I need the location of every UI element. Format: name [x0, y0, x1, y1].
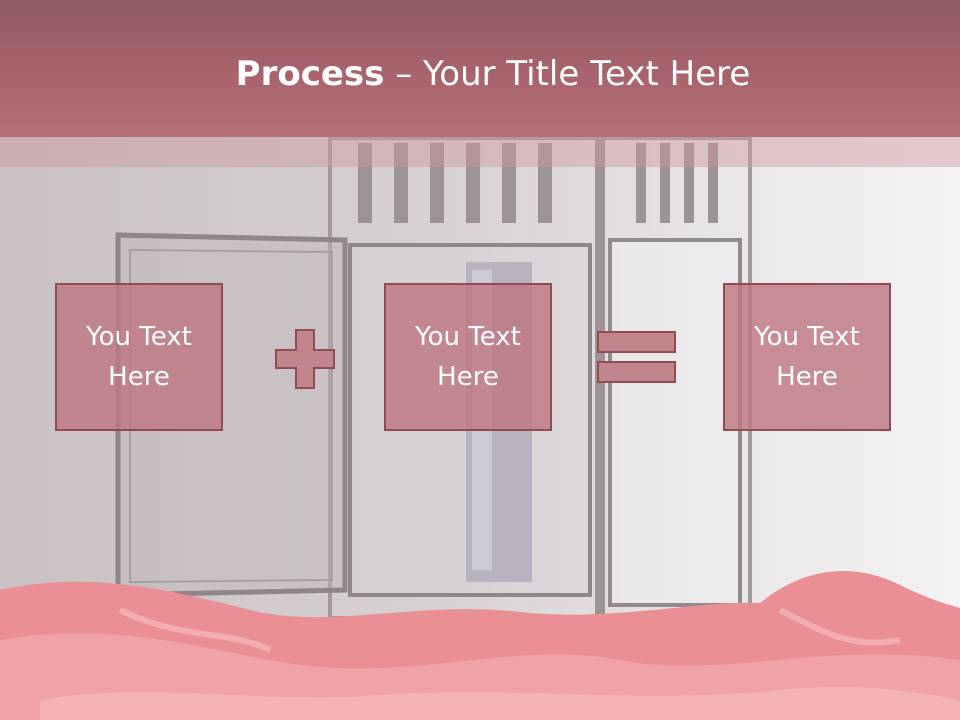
process-box-3[interactable]: You Text Here [723, 283, 891, 431]
title-bold: Process [235, 54, 385, 94]
title-bar-strip [0, 137, 960, 167]
process-box-2[interactable]: You Text Here [384, 283, 552, 431]
process-box-1[interactable]: You Text Here [55, 283, 223, 431]
equals-icon [597, 331, 677, 384]
process-box-3-text: You Text Here [754, 322, 860, 392]
title-dash: – [384, 54, 424, 94]
slide-title[interactable]: Process – Your Title Text Here [0, 52, 960, 96]
process-box-2-text: You Text Here [415, 322, 521, 392]
title-rest: Your Title Text Here [423, 54, 751, 94]
process-box-1-text: You Text Here [86, 322, 192, 392]
title-bar [0, 0, 960, 137]
plus-icon [275, 329, 335, 389]
